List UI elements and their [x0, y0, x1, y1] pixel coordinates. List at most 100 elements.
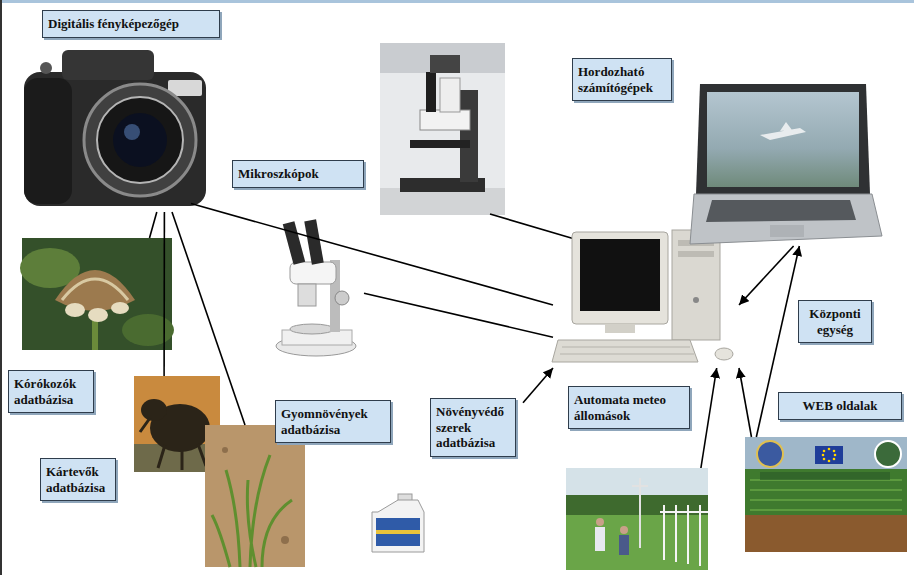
computer-picture — [552, 230, 733, 362]
left-border — [0, 0, 2, 575]
microscope-eyepiece — [304, 219, 323, 264]
microscope-stage — [410, 140, 470, 148]
bottle-label — [376, 518, 420, 546]
leaf — [122, 314, 174, 346]
web-page-photo — [745, 437, 907, 552]
camera-picture — [24, 50, 206, 206]
camera-grip — [24, 78, 72, 204]
photo-ground — [205, 425, 305, 567]
flag-star — [822, 454, 825, 457]
keyboard-keys — [560, 347, 694, 354]
flag-star — [823, 458, 826, 461]
connector-group — [150, 204, 800, 468]
eu-flag — [815, 446, 843, 464]
label-box: Mikroszkópok — [232, 160, 364, 188]
label-text: Automata meteo állomások — [574, 392, 684, 423]
photo-banner — [760, 472, 890, 480]
photo-ground — [380, 43, 505, 215]
person-head — [596, 518, 604, 526]
label-text: Központi egység — [804, 306, 866, 337]
laptop-picture — [690, 84, 882, 244]
microscope-eyepiece — [283, 221, 305, 265]
picture-node: Digitális fényképezőgép — [20, 44, 210, 212]
laptop-base — [690, 194, 882, 244]
camera-body — [24, 72, 206, 206]
weed-blades — [212, 455, 292, 567]
drive-slot — [678, 251, 714, 257]
pathogen-photo — [20, 238, 174, 350]
microscope-tube — [440, 78, 460, 112]
picture-node: Növényvédő szerek adatbázisa — [368, 398, 523, 556]
label-box: WEB oldalak — [778, 392, 902, 420]
microscope-photo — [380, 43, 505, 215]
microscope-head — [290, 262, 336, 284]
camera-top — [62, 50, 154, 80]
person-body — [595, 527, 605, 551]
connector-line — [163, 212, 165, 376]
beetle-legs — [140, 418, 206, 470]
pebble — [222, 447, 228, 453]
connector-line — [701, 368, 717, 468]
label-box: Automata meteo állomások — [568, 386, 690, 429]
picture-node: Kórókozók adatbázisa — [22, 238, 172, 350]
crop-rows — [750, 480, 902, 510]
label-text: Digitális fényképezőgép — [48, 16, 214, 32]
mouse — [715, 348, 733, 360]
photo-bench — [380, 188, 505, 215]
person-body — [619, 535, 629, 555]
photo-wall — [380, 43, 505, 73]
microscope-stage — [290, 324, 334, 334]
laptop-lid — [696, 84, 870, 194]
label-text: Kórókozók adatbázisa — [14, 376, 88, 407]
laptop-keyboard — [706, 200, 856, 222]
bottle-body — [372, 500, 424, 552]
pebble — [281, 536, 289, 544]
camera-glass — [113, 113, 167, 167]
fence — [660, 505, 708, 566]
photo-crops — [745, 469, 907, 515]
stereo-microscope-picture — [276, 219, 356, 356]
flag-star — [828, 460, 831, 463]
label-box: Növényvédő szerek adatbázisa — [430, 398, 516, 457]
label-box: Központi egység — [798, 300, 872, 343]
station-mast — [632, 478, 648, 548]
photo-sky — [745, 437, 907, 469]
mould — [65, 303, 85, 317]
photo-ground — [745, 437, 907, 552]
top-band — [0, 0, 914, 3]
connector-line — [150, 212, 157, 238]
label-text: Kártevők adatbázisa — [46, 464, 110, 495]
logo — [757, 441, 783, 467]
monitor-stand — [605, 324, 635, 333]
label-box: Kórókozók adatbázisa — [8, 370, 94, 413]
label-box: Hordozható számítógépek — [572, 58, 672, 101]
monitor — [572, 232, 668, 324]
connector-line — [172, 212, 245, 425]
person-head — [620, 526, 628, 534]
microscope-body — [420, 110, 470, 130]
laptop-screen — [707, 92, 859, 187]
microscope-camera — [430, 55, 460, 73]
label-text: Hordozható számítógépek — [578, 64, 666, 95]
connector-line — [739, 368, 751, 437]
label-text: Növényvédő szerek adatbázisa — [436, 404, 510, 451]
power-button — [693, 297, 699, 303]
screen-plane — [760, 122, 806, 140]
connector-line — [364, 293, 553, 337]
pesticide-bottle — [372, 494, 424, 552]
picture-node: Mikroszkópok — [268, 214, 364, 358]
mould — [88, 308, 108, 322]
label-text: WEB oldalak — [784, 398, 896, 414]
microscope-knob — [335, 291, 349, 305]
bottle-stripe — [376, 530, 420, 534]
picture-node: Központi egység — [553, 228, 739, 368]
connector-line — [523, 368, 553, 403]
photo-grass — [566, 515, 708, 570]
microscope-arm — [460, 90, 478, 182]
flag-star — [828, 448, 831, 451]
picture-node: Kártevők adatbázisa — [134, 376, 220, 472]
tower — [672, 230, 720, 340]
camera-button — [40, 62, 52, 74]
